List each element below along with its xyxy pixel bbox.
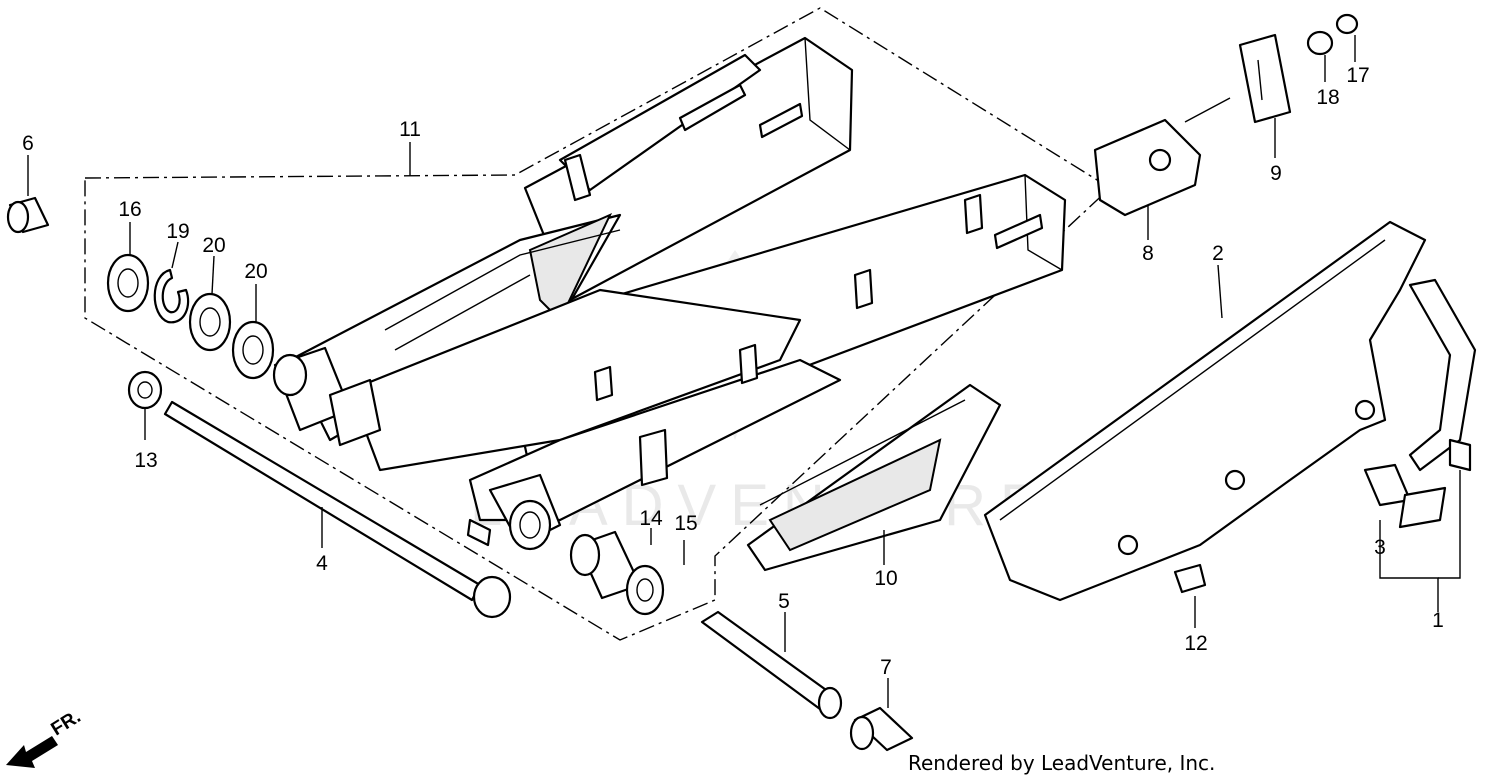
callout-19: 19	[166, 220, 189, 243]
bearing-20-b	[231, 320, 275, 380]
callout-8: 8	[1142, 242, 1154, 265]
render-credit: Rendered by LeadVenture, Inc.	[908, 751, 1215, 775]
pivot-bolt-4	[163, 400, 512, 619]
chain-guard-2	[983, 220, 1427, 602]
nut-13	[127, 370, 163, 410]
collar-6	[6, 196, 50, 234]
assembly-11-outline	[84, 7, 1112, 641]
callout-18: 18	[1316, 86, 1339, 109]
callout-15: 15	[674, 512, 697, 535]
direction-label: FR.	[48, 706, 85, 740]
callout-13: 13	[134, 449, 157, 472]
callout-12: 12	[1184, 632, 1207, 655]
leader-lines	[27, 35, 1461, 708]
callout-14: 14	[639, 507, 663, 530]
callout-20a: 20	[202, 234, 225, 257]
callout-20b: 20	[244, 260, 267, 283]
callout-labels: 6 16 19 20 20 13 4 11 14 15 5 7 10 8 9 1…	[22, 64, 1444, 679]
callout-17: 17	[1346, 64, 1369, 87]
callout-7: 7	[880, 656, 892, 679]
bearing-16	[106, 253, 150, 313]
callout-11: 11	[399, 118, 421, 141]
nut-18	[1306, 30, 1334, 56]
collar-5	[700, 610, 843, 720]
callout-3: 3	[1374, 536, 1386, 559]
callout-4: 4	[316, 552, 328, 575]
drive-chain-1	[1408, 278, 1477, 472]
bolt-12	[1173, 563, 1207, 594]
circlip-19	[153, 268, 190, 324]
nut-17	[1335, 13, 1359, 35]
callout-16: 16	[118, 198, 141, 221]
chain-slider-10	[746, 383, 1002, 572]
seal-15	[625, 564, 665, 616]
chain-adjuster-8	[1093, 97, 1231, 217]
adjuster-plate-9	[1238, 33, 1292, 124]
direction-arrow-icon	[6, 736, 58, 768]
callout-10: 10	[874, 567, 897, 590]
callout-1: 1	[1432, 609, 1444, 632]
swingarm	[272, 36, 1067, 551]
callout-9: 9	[1270, 162, 1282, 185]
bearing-20-a	[188, 292, 232, 352]
callout-2: 2	[1212, 242, 1224, 265]
callout-6: 6	[22, 132, 34, 155]
front-direction-indicator: FR.	[6, 706, 85, 768]
master-link-3	[1363, 463, 1447, 529]
collar-7	[849, 706, 914, 752]
callout-5: 5	[778, 590, 790, 613]
